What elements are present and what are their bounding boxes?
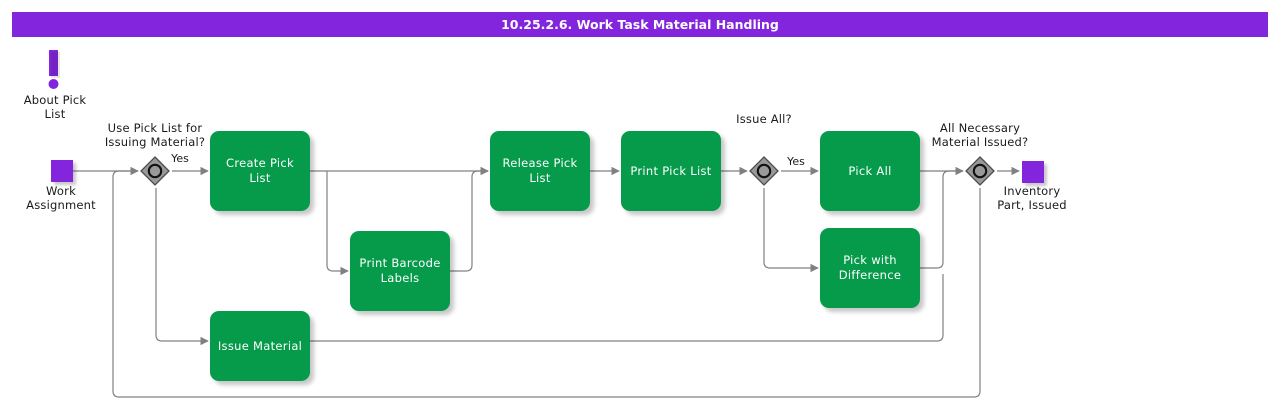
edge-gateway2-no-pick-with-difference	[763, 188, 819, 273]
task-pick-all[interactable]: Pick All	[820, 131, 920, 211]
task-issue-material[interactable]: Issue Material	[210, 311, 310, 381]
edge-print-barcode-labels-to-release-pick-list	[450, 166, 489, 272]
edge-create-pick-list-to-print-barcode-labels	[326, 171, 349, 276]
branch-label-issue-all-yes: Yes	[787, 155, 805, 168]
end-event-inventory-part-issued[interactable]	[1022, 161, 1044, 183]
gateway-issue-all-label: Issue All?	[736, 112, 792, 126]
gateway-issue-all[interactable]	[749, 156, 779, 186]
task-create-pick-list[interactable]: Create Pick List	[210, 131, 310, 211]
task-print-pick-list-label: Print Pick List	[630, 163, 712, 178]
task-release-pick-list[interactable]: Release Pick List	[490, 131, 590, 211]
edge-issue-material-to-merge	[310, 274, 944, 342]
task-print-pick-list[interactable]: Print Pick List	[621, 131, 721, 211]
page-title: 10.25.2.6. Work Task Material Handling	[12, 12, 1268, 37]
branch-label-use-pick-list-yes: Yes	[171, 152, 189, 165]
edge-gateway1-no-issue-material	[155, 188, 209, 346]
edge-gateway3-loopback	[112, 170, 981, 398]
task-release-pick-list-label: Release Pick List	[502, 156, 578, 185]
start-event-work-assignment[interactable]	[51, 160, 73, 182]
gateway-all-necessary-material-issued[interactable]	[965, 156, 995, 186]
exclamation-icon	[45, 50, 63, 96]
gateway-use-pick-list[interactable]	[140, 156, 170, 186]
task-create-pick-list-label: Create Pick List	[225, 156, 295, 185]
task-pick-all-label: Pick All	[848, 163, 892, 178]
task-issue-material-label: Issue Material	[217, 338, 303, 353]
edge-pick-with-difference-to-gateway3	[920, 170, 963, 269]
